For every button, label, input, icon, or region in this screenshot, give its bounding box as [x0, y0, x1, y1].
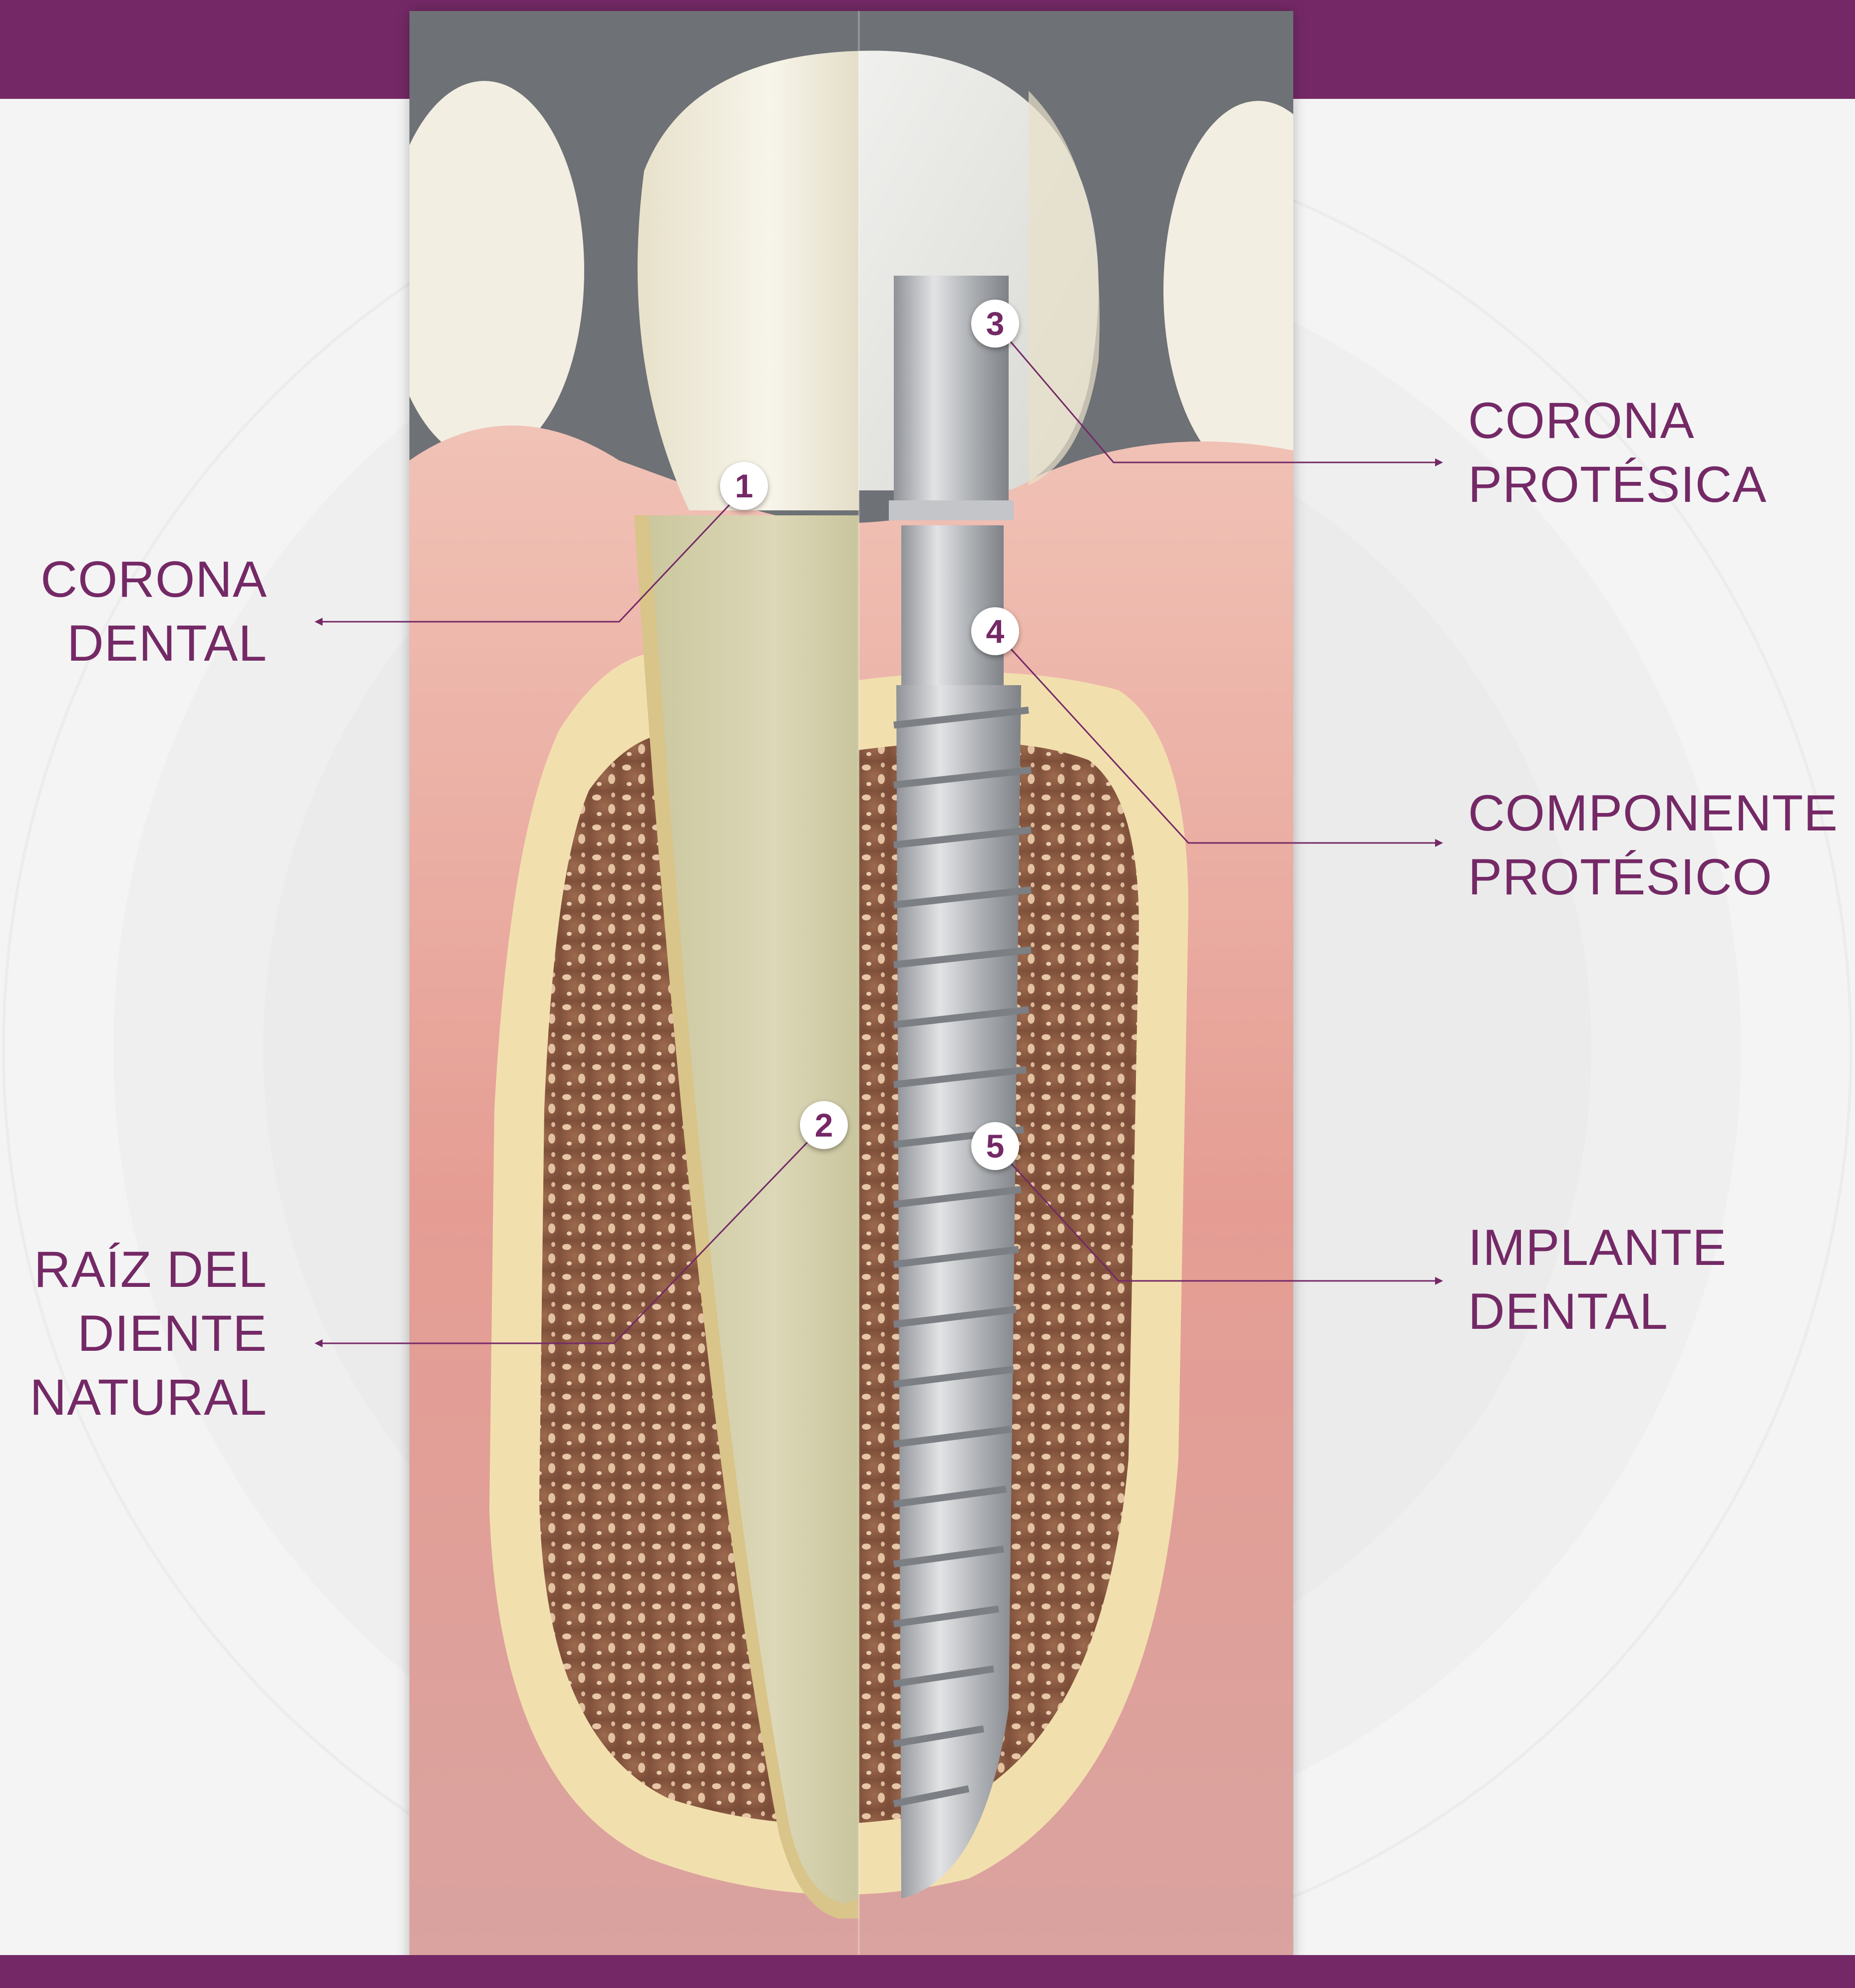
tooth-implant-illustration — [409, 11, 1293, 1988]
label-corona-protesica-line-1: CORONA — [1468, 389, 1767, 452]
marker-2: 2 — [800, 1101, 848, 1149]
marker-5: 5 — [971, 1122, 1019, 1170]
marker-1: 1 — [720, 462, 768, 510]
label-raiz-line-2: DIENTE — [29, 1301, 267, 1365]
label-componente-protesico: COMPONENTE PROTÉSICO — [1468, 781, 1838, 909]
label-corona-protesica: CORONA PROTÉSICA — [1468, 389, 1767, 516]
label-corona-dental-line-1: CORONA — [40, 547, 267, 611]
label-implante-line-1: IMPLANTE — [1468, 1215, 1727, 1279]
label-raiz-line-3: NATURAL — [29, 1365, 267, 1429]
label-implante-dental: IMPLANTE DENTAL — [1468, 1215, 1727, 1343]
label-corona-dental-line-2: DENTAL — [40, 611, 267, 675]
label-raiz-line-1: RAÍZ DEL — [29, 1237, 267, 1301]
label-implante-line-2: DENTAL — [1468, 1279, 1727, 1343]
label-raiz-diente-natural: RAÍZ DEL DIENTE NATURAL — [29, 1237, 267, 1429]
label-corona-dental: CORONA DENTAL — [40, 547, 267, 675]
label-corona-protesica-line-2: PROTÉSICA — [1468, 452, 1767, 516]
marker-4: 4 — [971, 607, 1019, 655]
label-componente-line-1: COMPONENTE — [1468, 781, 1838, 845]
bottom-brand-band — [0, 1955, 1855, 1988]
label-componente-line-2: PROTÉSICO — [1468, 845, 1838, 909]
marker-3: 3 — [971, 300, 1019, 348]
